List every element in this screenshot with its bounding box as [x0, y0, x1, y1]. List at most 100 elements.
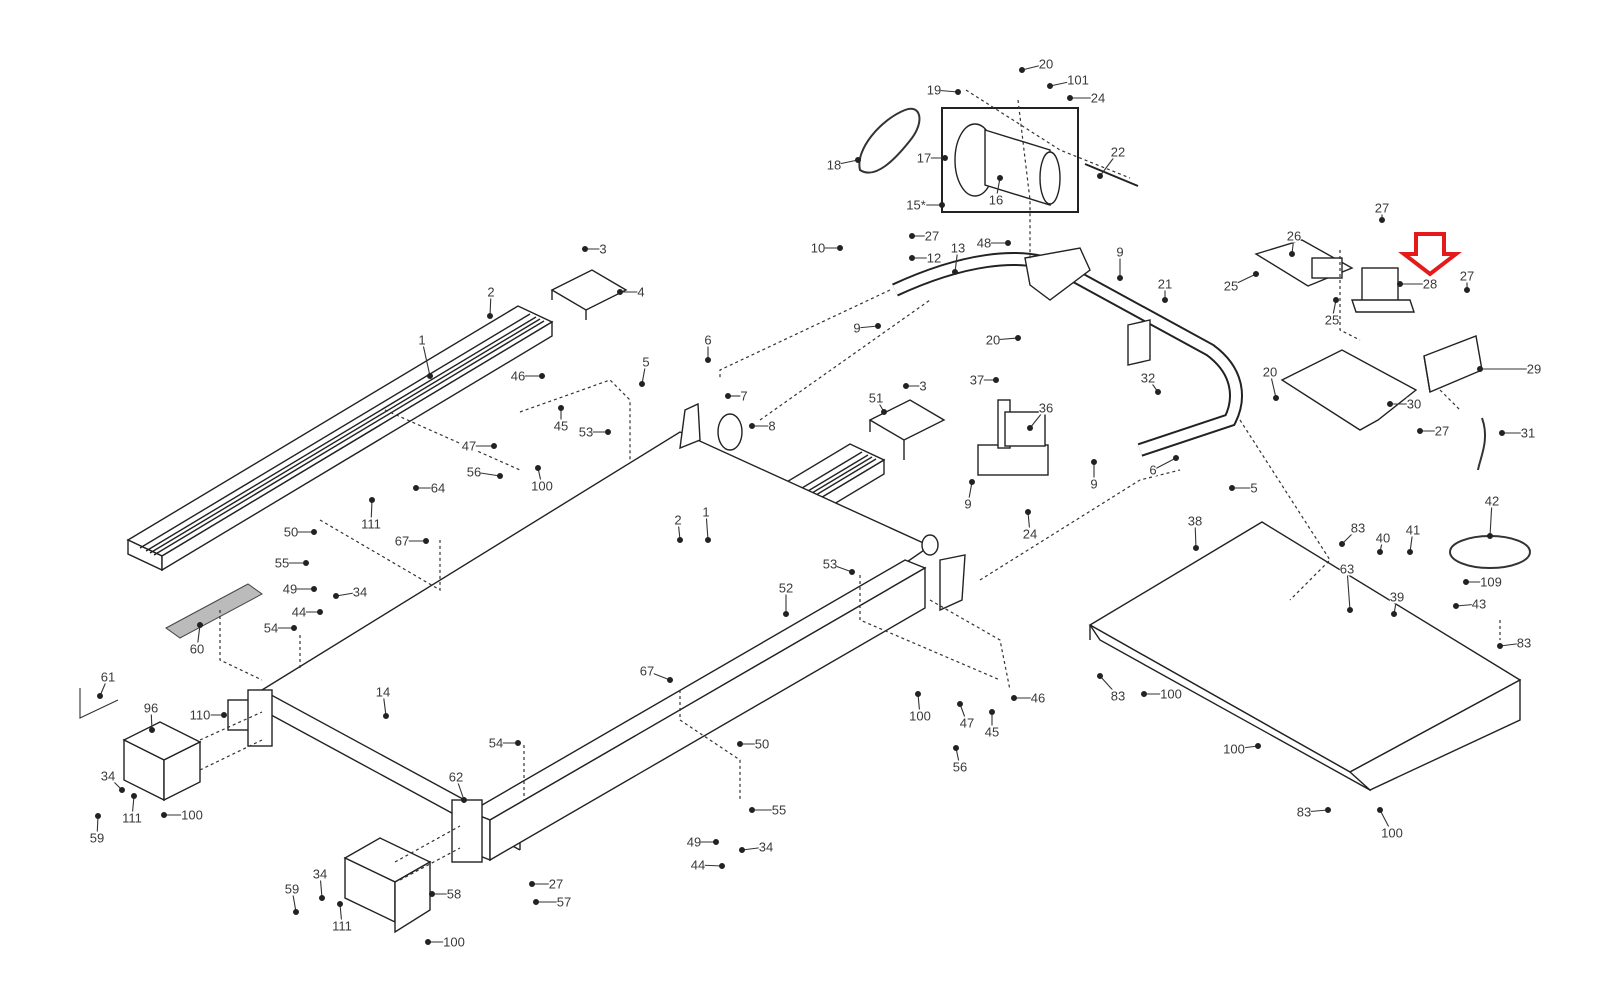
- fastener-icon: [413, 485, 419, 491]
- motor-assembly: [941, 107, 1079, 213]
- part-callout-60: 60: [189, 641, 205, 657]
- fastener-icon: [1289, 251, 1295, 257]
- part-callout-27: 27: [924, 228, 940, 244]
- fastener-icon: [783, 611, 789, 617]
- fastener-icon: [1011, 695, 1017, 701]
- part-callout-55: 55: [771, 802, 787, 818]
- fastener-icon: [131, 793, 137, 799]
- fastener-icon: [333, 593, 339, 599]
- fastener-icon: [149, 727, 155, 733]
- part-callout-52: 52: [778, 580, 794, 596]
- fastener-icon: [749, 423, 755, 429]
- part-callout-7: 7: [740, 388, 748, 404]
- part-callout-6: 6: [704, 332, 712, 348]
- part-callout-17: 17: [916, 150, 932, 166]
- fastener-icon: [1097, 673, 1103, 679]
- part-callout-49: 49: [686, 834, 702, 850]
- fastener-icon: [605, 429, 611, 435]
- part-callout-27: 27: [1434, 423, 1450, 439]
- part-callout-100: 100: [909, 708, 931, 724]
- fastener-icon: [942, 155, 948, 161]
- highlight-arrow-icon: [1398, 232, 1462, 277]
- part-callout-12: 12: [926, 250, 942, 266]
- part-callout-34: 34: [758, 839, 774, 855]
- fastener-icon: [423, 538, 429, 544]
- part-callout-62: 62: [448, 769, 464, 785]
- fastener-icon: [953, 745, 959, 751]
- part-callout-50: 50: [754, 736, 770, 752]
- part-callout-100: 100: [1223, 741, 1245, 757]
- part-callout-10: 10: [810, 240, 826, 256]
- fastener-icon: [1173, 455, 1179, 461]
- part-callout-67: 67: [639, 663, 655, 679]
- fastener-icon: [529, 881, 535, 887]
- part-callout-25: 25: [1223, 278, 1239, 294]
- base-tray: [1088, 521, 1522, 792]
- callout-leader-6: [1152, 457, 1177, 471]
- part-callout-55: 55: [274, 555, 290, 571]
- fastener-icon: [997, 175, 1003, 181]
- fastener-icon: [881, 409, 887, 415]
- fastener-icon: [1229, 485, 1235, 491]
- electronics-plate: [1280, 349, 1418, 431]
- fastener-icon: [749, 807, 755, 813]
- fastener-icon: [1255, 743, 1261, 749]
- part-callout-24: 24: [1090, 90, 1106, 106]
- fastener-icon: [383, 713, 389, 719]
- part-callout-20: 20: [1262, 364, 1278, 380]
- fastener-icon: [1097, 173, 1103, 179]
- part-callout-49: 49: [282, 581, 298, 597]
- part-callout-3: 3: [919, 378, 927, 394]
- fastener-icon: [1333, 297, 1339, 303]
- fastener-icon: [95, 813, 101, 819]
- fastener-icon: [1379, 217, 1385, 223]
- part-callout-28: 28: [1422, 276, 1438, 292]
- wire-harness: [1477, 417, 1487, 471]
- part-callout-26: 26: [1286, 228, 1302, 244]
- part-callout-32: 32: [1140, 370, 1156, 386]
- power-cord: [1449, 535, 1531, 569]
- heat-sink-filter: [1423, 335, 1483, 393]
- fastener-icon: [582, 246, 588, 252]
- fastener-icon: [639, 381, 645, 387]
- part-callout-29: 29: [1526, 361, 1542, 377]
- part-callout-2: 2: [487, 284, 495, 300]
- part-callout-1: 1: [418, 332, 426, 348]
- fastener-icon: [1497, 643, 1503, 649]
- fastener-icon: [989, 709, 995, 715]
- fastener-icon: [1273, 395, 1279, 401]
- part-callout-58: 58: [446, 886, 462, 902]
- fastener-icon: [1019, 67, 1025, 73]
- part-callout-8: 8: [768, 418, 776, 434]
- part-callout-56: 56: [952, 759, 968, 775]
- fastener-icon: [1067, 95, 1073, 101]
- part-callout-39: 39: [1389, 589, 1405, 605]
- fastener-icon: [725, 393, 731, 399]
- fastener-icon: [515, 740, 521, 746]
- fastener-icon: [197, 622, 203, 628]
- part-callout-59: 59: [284, 881, 300, 897]
- fastener-icon: [293, 909, 299, 915]
- fastener-icon: [1141, 691, 1147, 697]
- fastener-icon: [1091, 459, 1097, 465]
- part-callout-34: 34: [312, 866, 328, 882]
- part-callout-63: 63: [1339, 561, 1355, 577]
- fastener-icon: [957, 701, 963, 707]
- fastener-icon: [705, 357, 711, 363]
- fastener-icon: [1477, 366, 1483, 372]
- part-callout-27: 27: [1374, 200, 1390, 216]
- part-callout-100: 100: [181, 807, 203, 823]
- part-callout-19: 19: [926, 82, 942, 98]
- part-callout-54: 54: [488, 735, 504, 751]
- part-callout-6: 6: [1149, 462, 1157, 478]
- part-callout-5: 5: [642, 354, 650, 370]
- fastener-icon: [1397, 281, 1403, 287]
- fastener-icon: [1025, 509, 1031, 515]
- part-callout-1: 1: [702, 504, 710, 520]
- fastener-icon: [119, 787, 125, 793]
- fastener-icon: [539, 373, 545, 379]
- fastener-icon: [915, 691, 921, 697]
- part-callout-16: 16: [988, 192, 1004, 208]
- fastener-icon: [1417, 428, 1423, 434]
- part-callout-43: 43: [1471, 596, 1487, 612]
